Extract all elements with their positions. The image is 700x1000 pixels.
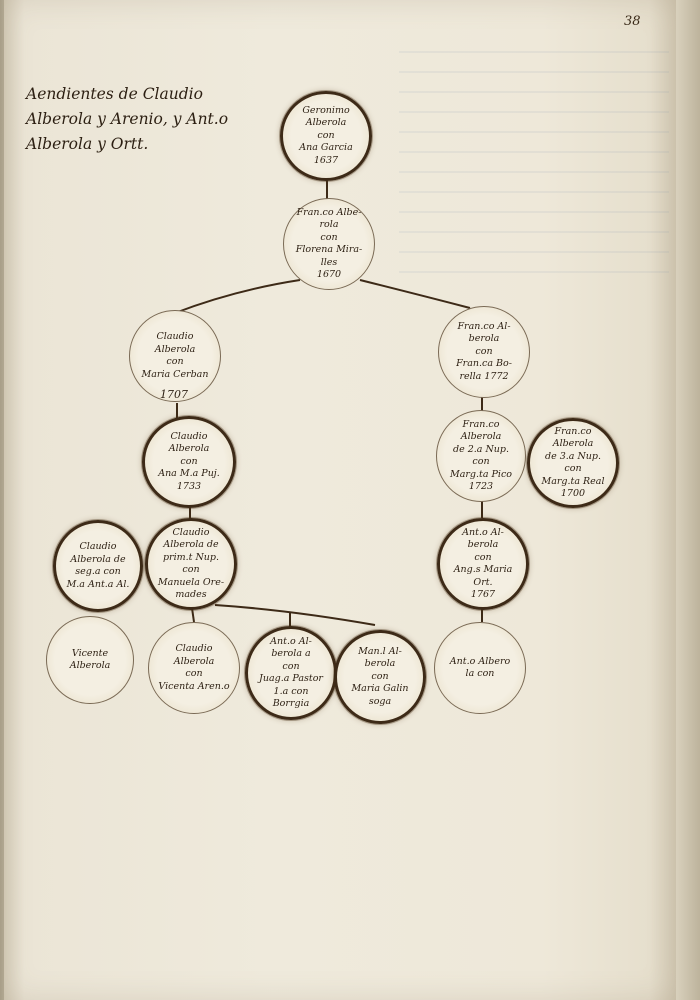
node-text: Claudio Alberola de prim.t Nup. con Manu…	[157, 526, 225, 601]
node-claudio-vicenta: Claudio Alberola con Vicenta Aren.o	[148, 622, 240, 714]
node-text: Claudio Alberola de seg.a con M.a Ant.a …	[66, 541, 130, 590]
node-claudio-1707: Claudio Alberola con Maria Cerban	[129, 310, 221, 402]
page-edge	[676, 0, 700, 1000]
node-text: Claudio Alberola con Vicenta Aren.o	[158, 643, 230, 692]
node-claudio-prim: Claudio Alberola de prim.t Nup. con Manu…	[145, 518, 237, 610]
node-text: Ant.o Al- berola con Ang.s Maria Ort. 17…	[453, 526, 513, 601]
bleed-through-text	[399, 38, 669, 278]
node-claudio-seg: Claudio Alberola de seg.a con M.a Ant.a …	[53, 520, 143, 612]
link-prim-child	[191, 607, 195, 623]
year-1707: 1707	[160, 388, 188, 401]
node-text: Claudio Alberola con Ana M.a Puj. 1733	[158, 430, 220, 492]
node-text: Vicente Alberola	[69, 647, 111, 672]
node-antonio-1767: Ant.o Al- berola con Ang.s Maria Ort. 17…	[437, 518, 529, 610]
folio-number: 38	[624, 14, 641, 29]
node-text: Claudio Alberola con Maria Cerban	[141, 331, 209, 380]
node-vicente-alberola: Vicente Alberola	[46, 616, 134, 704]
node-francisco-3nup: Fran.co Alberola de 3.a Nup. con Marg.ta…	[527, 418, 619, 508]
page-title: Aendientes de Claudio Alberola y Arenio,…	[26, 85, 229, 153]
node-francisco-alberola-1670: Fran.co Albe- rola con Florena Mira- lle…	[283, 198, 375, 290]
link-gen2-left	[174, 279, 301, 314]
node-text: Fran.co Al- berola con Fran.ca Bo- rella…	[456, 320, 512, 382]
node-antonio-last: Ant.o Albero la con	[434, 622, 526, 714]
node-text: Ant.o Albero la con	[449, 655, 511, 680]
link-prim-children-bar	[214, 604, 376, 626]
node-text: Fran.co Albe- rola con Florena Mira- lle…	[295, 206, 363, 281]
node-manuel-alberola: Man.l Al- berola con Maria Galin soga	[334, 630, 426, 724]
node-francisco-2nup: Fran.co Alberola de 2.a Nup. con Marg.ta…	[436, 410, 526, 502]
node-antonio-a: Ant.o Al- berola a con Juag.a Pastor 1.a…	[245, 626, 337, 720]
node-francisco-borella: Fran.co Al- berola con Fran.ca Bo- rella…	[438, 306, 530, 398]
link-gen2-right	[359, 279, 471, 309]
node-claudio-1733: Claudio Alberola con Ana M.a Puj. 1733	[142, 416, 236, 508]
node-text: Fran.co Alberola de 2.a Nup. con Marg.ta…	[449, 418, 512, 493]
node-geronimo-alberola: Geronimo Alberola con Ana Garcia 1637	[280, 91, 372, 181]
node-text: Man.l Al- berola con Maria Galin soga	[351, 645, 409, 707]
node-text: Ant.o Al- berola a con Juag.a Pastor 1.a…	[259, 635, 323, 710]
node-text: Geronimo Alberola con Ana Garcia 1637	[299, 104, 353, 166]
node-text: Fran.co Alberola de 3.a Nup. con Marg.ta…	[541, 425, 605, 500]
